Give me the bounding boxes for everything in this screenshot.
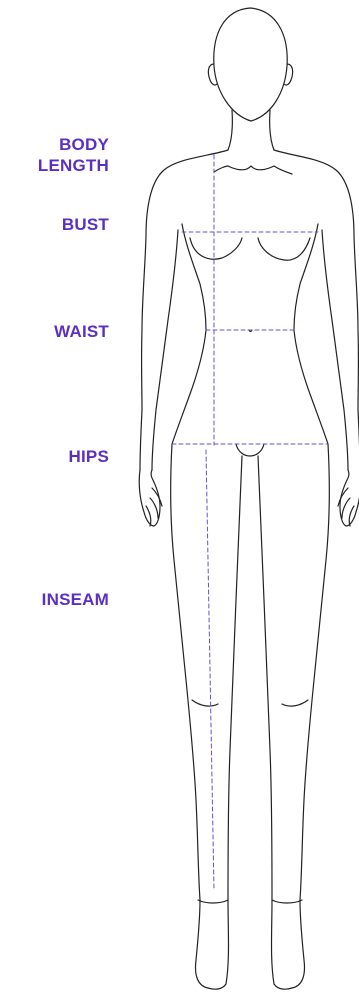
head-outline	[214, 8, 287, 121]
left-shoulder-arm-outer	[140, 150, 228, 470]
bust-left	[190, 238, 242, 259]
right-inner-arm	[322, 230, 348, 470]
left-knee	[192, 700, 218, 706]
crotch	[236, 444, 264, 456]
left-leg-outer	[171, 444, 208, 988]
torso-right-side	[294, 224, 328, 444]
left-ankle	[198, 900, 228, 903]
measurement-lines	[172, 155, 328, 890]
right-leg-inner	[258, 456, 292, 989]
neck-left	[228, 110, 232, 150]
right-ear	[284, 64, 293, 85]
inseam-line	[206, 450, 214, 890]
right-knee	[282, 700, 308, 706]
left-inner-arm	[152, 230, 178, 470]
bust-right	[258, 238, 310, 260]
neck-right	[270, 110, 274, 150]
right-ankle	[272, 900, 302, 903]
collarbone-left	[214, 166, 228, 172]
collarbone	[228, 166, 292, 174]
right-leg-outer	[292, 444, 329, 988]
right-shoulder-arm-outer	[274, 150, 359, 470]
torso-left-side	[172, 224, 206, 444]
left-leg-inner	[208, 456, 242, 989]
